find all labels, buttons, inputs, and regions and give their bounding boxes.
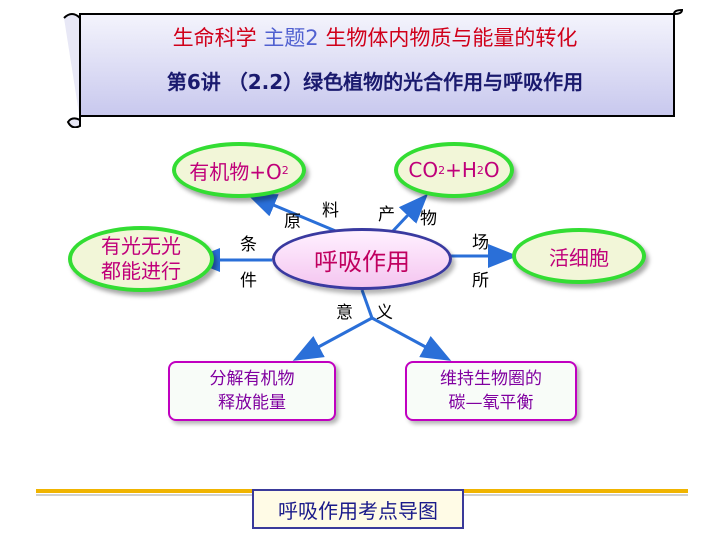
center-respiration: 呼吸作用 [272,228,452,290]
label-raw-2: 料 [322,201,339,221]
line-raw [246,193,339,234]
label-prod-2: 物 [420,209,437,229]
label-place-2: 所 [472,271,489,291]
label-raw-1: 原 [284,212,301,232]
scroll-banner [63,8,684,128]
line-meaning-stem [360,289,374,319]
label-place-1: 场 [472,233,489,253]
line-product [390,193,429,234]
label-cond-1: 条 [240,235,257,255]
label-mean-2: 义 [376,303,393,323]
label-mean-1: 意 [336,303,353,323]
node-meaning-balance: 维持生物圈的 碳—氧平衡 [405,361,577,421]
line-meaning-left [292,316,373,361]
node-place: 活细胞 [512,228,646,284]
footer-caption: 呼吸作用考点导图 [252,489,464,529]
label-cond-2: 件 [240,271,257,291]
label-prod-1: 产 [378,205,395,225]
node-meaning-energy: 分解有机物 释放能量 [168,361,336,421]
line-meaning-right [371,316,452,361]
title-line-1: 生命科学 主题2 生物体内物质与能量的转化 [172,26,578,50]
node-conditions: 有光无光 都能进行 [68,226,214,292]
title-line-2: 第6讲 （2.2）绿色植物的光合作用与呼吸作用 [166,70,584,94]
